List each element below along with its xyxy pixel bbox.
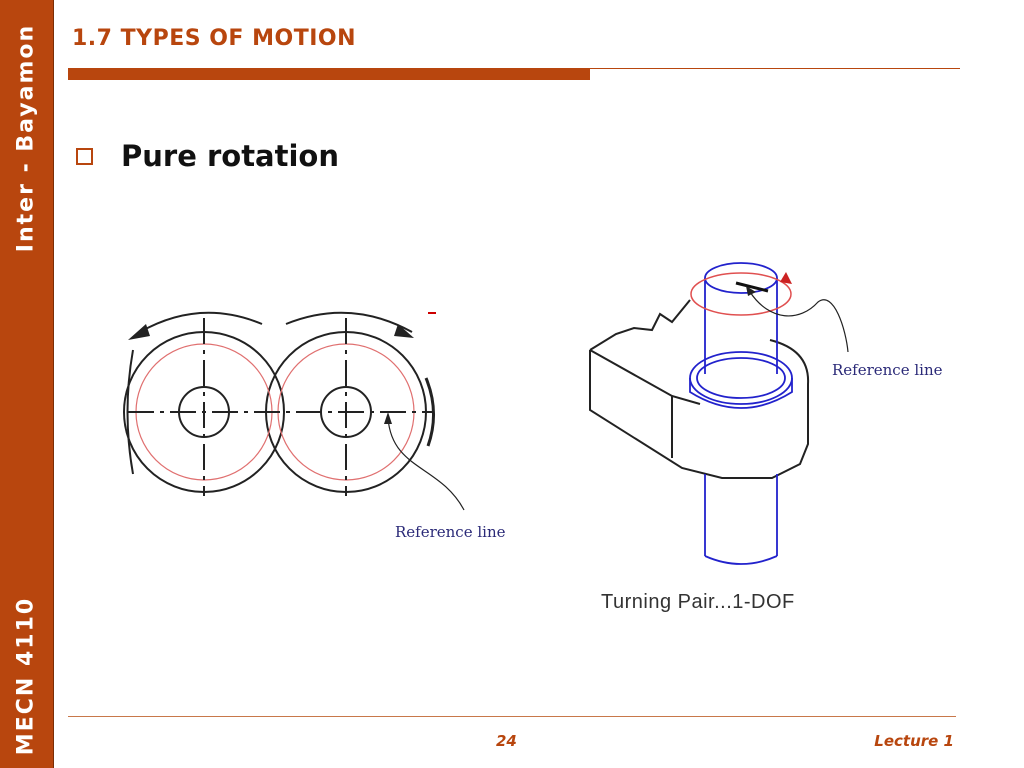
title-underline-rule (590, 68, 960, 69)
figure-caption: Turning Pair...1-DOF (601, 591, 795, 613)
right-rotation-arc (285, 311, 413, 333)
collar-side (689, 378, 793, 409)
block-top-edge (589, 349, 701, 405)
lecture-label: Lecture 1 (874, 732, 954, 750)
bullet-item: Pure rotation (76, 139, 339, 173)
upper-shaft-top (704, 262, 778, 294)
right-leader-arrowhead (746, 286, 756, 296)
right-leader-line (749, 291, 849, 353)
sidebar: Inter - Bayamon MECN 4110 (0, 0, 54, 768)
lower-shaft-bottom (704, 555, 778, 565)
block-rounded-end (769, 339, 810, 385)
rotation-arrowhead (780, 272, 792, 284)
left-rotation-arrowhead (128, 324, 150, 340)
bullet-text: Pure rotation (121, 139, 339, 173)
right-edge-arc (424, 377, 436, 447)
left-edge-arc (126, 349, 134, 475)
rotation-ellipse (690, 272, 792, 316)
collar-inner (696, 357, 786, 399)
right-rotation-arrowhead (394, 324, 414, 338)
block-outline (589, 350, 809, 479)
footer-rule (68, 716, 956, 717)
disc-pair-diagram (123, 311, 465, 511)
left-leader-arrowhead (384, 412, 392, 424)
turning-pair-diagram (589, 262, 849, 565)
page-number: 24 (496, 732, 517, 750)
right-reference-label: Reference line (832, 361, 943, 379)
slide-title: 1.7 TYPES OF MOTION (72, 26, 357, 51)
left-reference-label: Reference line (395, 523, 506, 541)
block-broken-edge (589, 299, 691, 351)
shaft-reference-line (735, 281, 769, 293)
bullet-square-icon (76, 147, 93, 165)
title-underline-bar (68, 68, 590, 80)
left-rotation-arc (139, 311, 263, 333)
left-leader-line (387, 417, 465, 511)
